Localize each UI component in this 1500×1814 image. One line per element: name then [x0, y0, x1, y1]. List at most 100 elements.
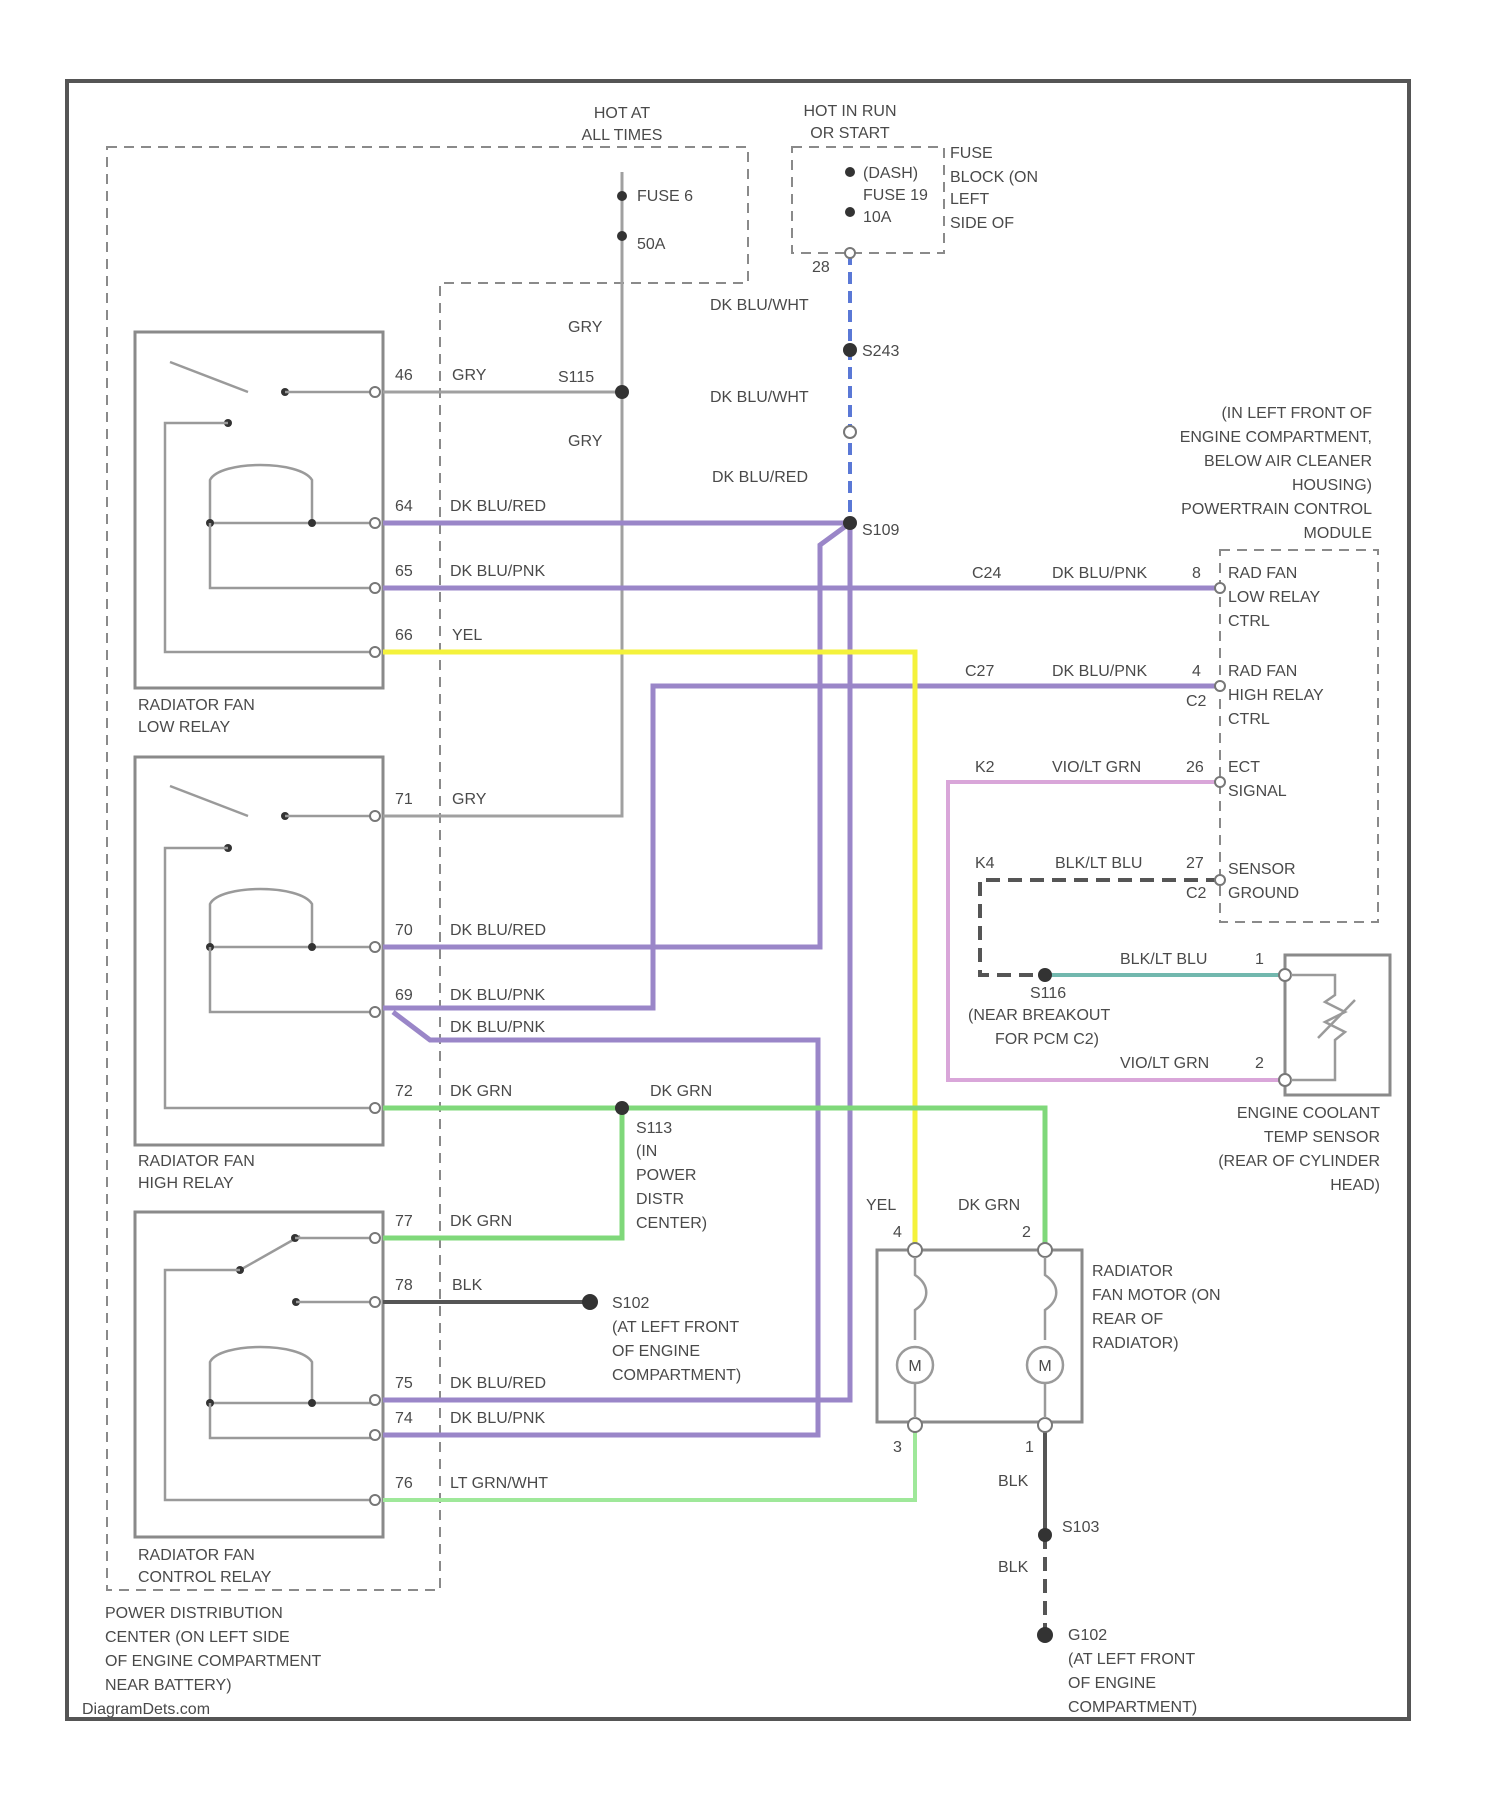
control-relay	[135, 1212, 383, 1537]
s113-loc-1: (IN	[636, 1143, 657, 1160]
blk-lt-blu-label-sensor: BLK/LT BLU	[1120, 951, 1207, 968]
motor-pin-4: 4	[893, 1224, 902, 1241]
pcm-high-1: RAD FAN	[1228, 663, 1297, 680]
s243-label: S243	[862, 343, 899, 360]
hot-at-all-times-2: ALL TIMES	[582, 127, 663, 144]
pin-70: 70	[395, 922, 413, 939]
g102a-label: S102	[612, 1295, 649, 1312]
s109-dot	[843, 516, 857, 530]
s103-dot	[1038, 1528, 1052, 1542]
pin-77: 77	[395, 1213, 413, 1230]
low-relay-name-1: RADIATOR FAN	[138, 697, 255, 714]
yel-label-66: YEL	[452, 627, 482, 644]
g102-loc-3: COMPARTMENT)	[1068, 1699, 1197, 1716]
fuse-block-1: FUSE	[950, 145, 993, 162]
gry-label-46: GRY	[452, 367, 487, 384]
yel-label-motor: YEL	[866, 1197, 896, 1214]
pcm-ground-2: GROUND	[1228, 885, 1299, 902]
pcm-loc-3: BELOW AIR CLEANER	[1204, 453, 1372, 470]
pdc-label-2: CENTER (ON LEFT SIDE	[105, 1629, 290, 1646]
dk-grn-label-right: DK GRN	[650, 1083, 712, 1100]
vio-lt-grn-label-sensor: VIO/LT GRN	[1120, 1055, 1209, 1072]
vio-lt-grn-label-top: VIO/LT GRN	[1052, 759, 1141, 776]
k2-label: K2	[975, 759, 995, 776]
pcm-loc-2: ENGINE COMPARTMENT,	[1180, 429, 1372, 446]
g102a-loc-3: COMPARTMENT)	[612, 1367, 741, 1384]
dk-grn-label-72: DK GRN	[450, 1083, 512, 1100]
pcm-pin-26: 26	[1186, 759, 1204, 776]
pdc-label-1: POWER DISTRIBUTION	[105, 1605, 283, 1622]
c24-label: C24	[972, 565, 1001, 582]
gry-wire-71	[383, 392, 622, 816]
pcm-low-2: LOW RELAY	[1228, 589, 1321, 606]
s113-loc-3: DISTR	[636, 1191, 684, 1208]
motor-pin-3: 3	[893, 1439, 902, 1456]
sensor-pin-2: 2	[1255, 1055, 1264, 1072]
pcm-pin-4: 4	[1192, 663, 1201, 680]
sensor-pin-1: 1	[1255, 951, 1264, 968]
motor-name-3: REAR OF	[1092, 1311, 1163, 1328]
pdc-label-3: OF ENGINE COMPARTMENT	[105, 1653, 322, 1670]
dk-blu-red-label-70: DK BLU/RED	[450, 922, 546, 939]
pcm-pin-27: 27	[1186, 855, 1204, 872]
s109-label: S109	[862, 522, 899, 539]
pin-75: 75	[395, 1375, 413, 1392]
motor-name-4: RADIATOR)	[1092, 1335, 1179, 1352]
fuse6-rating: 50A	[637, 236, 666, 253]
pin-69: 69	[395, 987, 413, 1004]
fuse-block-2: BLOCK (ON	[950, 169, 1038, 186]
k4-label: K4	[975, 855, 995, 872]
blk-label-78: BLK	[452, 1277, 483, 1294]
low-relay	[135, 332, 383, 688]
dk-blu-pnk-label-69: DK BLU/PNK	[450, 987, 545, 1004]
dk-blu-red-label-top: DK BLU/RED	[712, 469, 808, 486]
dk-blu-red-label-75: DK BLU/RED	[450, 1375, 546, 1392]
motor-pin-2: 2	[1022, 1224, 1031, 1241]
dk-grn-label-motor: DK GRN	[958, 1197, 1020, 1214]
s113-dot	[615, 1101, 629, 1115]
low-relay-name-2: LOW RELAY	[138, 719, 231, 736]
s243-dot	[843, 343, 857, 357]
gry-label-71: GRY	[452, 791, 487, 808]
s103-label: S103	[1062, 1519, 1099, 1536]
pin-46: 46	[395, 367, 413, 384]
s116-label: S116	[1030, 985, 1066, 1002]
hot-in-run-1: HOT IN RUN	[803, 103, 896, 120]
dk-blu-pnk-label-65: DK BLU/PNK	[450, 563, 545, 580]
gry-label-mid: GRY	[568, 433, 603, 450]
high-relay-name-2: HIGH RELAY	[138, 1175, 234, 1192]
dk-blu-pnk-label-74b: DK BLU/PNK	[450, 1019, 545, 1036]
g102a-dot	[582, 1294, 598, 1310]
g102-dot	[1037, 1627, 1053, 1643]
dk-blu-pnk-c27-wire	[383, 686, 1220, 1008]
motor-pin-1: 1	[1025, 1439, 1034, 1456]
fuse-block-4: SIDE OF	[950, 215, 1014, 232]
s115-dot	[615, 385, 629, 399]
pcm-high-2: HIGH RELAY	[1228, 687, 1324, 704]
pin-66: 66	[395, 627, 413, 644]
fuse6-label: FUSE 6	[637, 188, 693, 205]
fuse19-label: FUSE 19	[863, 187, 928, 204]
s115-label: S115	[558, 369, 594, 386]
dk-blu-wht-label-2: DK BLU/WHT	[710, 389, 809, 406]
pin-76: 76	[395, 1475, 413, 1492]
motor-name-2: FAN MOTOR (ON	[1092, 1287, 1221, 1304]
blk-label-motor-2: BLK	[998, 1559, 1029, 1576]
control-relay-name-1: RADIATOR FAN	[138, 1547, 255, 1564]
pcm-loc-5: POWERTRAIN CONTROL	[1181, 501, 1372, 518]
g102a-loc-2: OF ENGINE	[612, 1343, 700, 1360]
pcm-loc-1: (IN LEFT FRONT OF	[1221, 405, 1372, 422]
blk-label-motor-1: BLK	[998, 1473, 1029, 1490]
lt-grn-wht-label: LT GRN/WHT	[450, 1475, 548, 1492]
high-relay	[135, 757, 383, 1145]
pcm-low-3: CTRL	[1228, 613, 1270, 630]
labels: HOT AT ALL TIMES HOT IN RUN OR START FUS…	[82, 103, 1380, 1718]
pdc-label-4: NEAR BATTERY)	[105, 1677, 232, 1694]
s116-loc-2: FOR PCM C2)	[995, 1031, 1099, 1048]
pin-72: 72	[395, 1083, 413, 1100]
pcm-ect-2: SIGNAL	[1228, 783, 1287, 800]
motor-m-1: M	[908, 1358, 921, 1375]
g102a-loc-1: (AT LEFT FRONT	[612, 1319, 739, 1336]
pcm-connector-c2-a: C2	[1186, 693, 1207, 710]
